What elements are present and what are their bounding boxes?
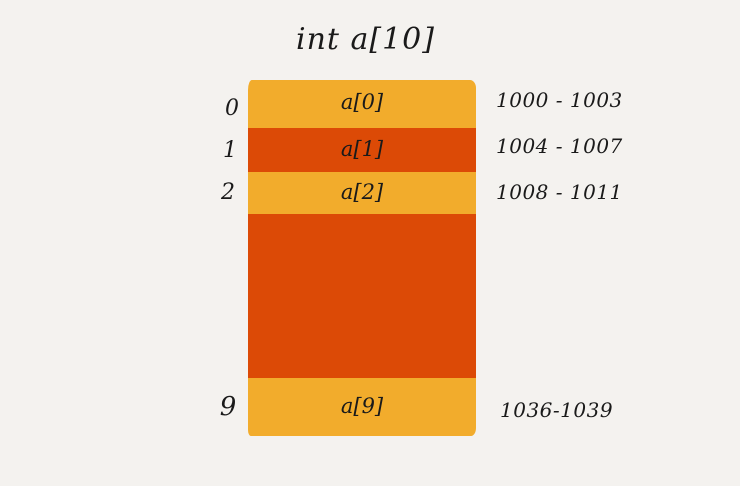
cell-label-9: a[9] <box>340 394 384 418</box>
address-range-2: 1008 - 1011 <box>496 180 623 204</box>
array-cell-1: a[1] <box>248 128 476 172</box>
array-cell-2: a[2] <box>248 172 476 214</box>
index-label-9: 9 <box>219 392 237 422</box>
address-range-0: 1000 - 1003 <box>496 88 623 112</box>
cell-label-1: a[1] <box>340 137 384 161</box>
cell-label-2: a[2] <box>340 180 384 204</box>
cell-label-0: a[0] <box>340 90 384 114</box>
array-declaration-title: int a[10] <box>296 22 435 57</box>
array-cell-0: a[0] <box>248 80 476 128</box>
array-cell-9: a[9] <box>248 378 476 436</box>
address-range-1: 1004 - 1007 <box>496 134 623 158</box>
index-label-0: 0 <box>225 96 239 121</box>
address-range-9: 1036-1039 <box>500 398 614 422</box>
index-label-2: 2 <box>221 180 235 205</box>
index-label-1: 1 <box>223 138 237 163</box>
elided-cells-block <box>248 214 476 378</box>
